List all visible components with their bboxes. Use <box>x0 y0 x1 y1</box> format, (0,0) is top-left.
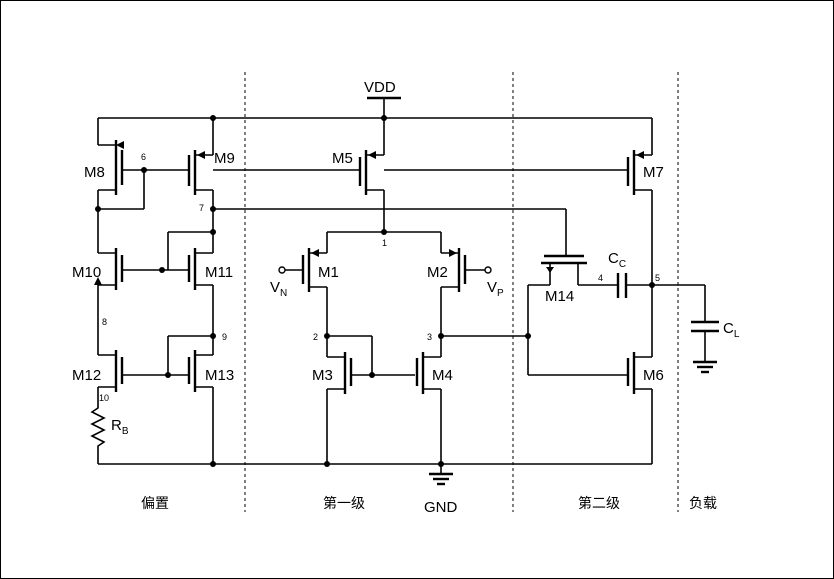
transistor-m11 <box>159 229 216 336</box>
label-m8: M8 <box>84 164 105 181</box>
transistor-m7 <box>626 118 653 357</box>
transistor-m8 <box>95 118 147 212</box>
transistor-m13 <box>165 333 216 464</box>
m6-gate-wire <box>525 285 628 376</box>
vdd-rail <box>98 96 652 121</box>
transistor-m3 <box>324 333 415 464</box>
gnd-rail <box>98 461 652 486</box>
section-label-bias: 偏置 <box>141 496 169 512</box>
transistor-m10 <box>94 209 162 355</box>
node-label-3: 3 <box>427 332 432 342</box>
transistor-m5 <box>358 118 385 232</box>
node-label-9: 9 <box>222 332 227 342</box>
vdd-label: VDD <box>364 79 396 96</box>
label-m6: M6 <box>643 367 664 384</box>
node-label-5: 5 <box>655 273 660 283</box>
node-label-2: 2 <box>313 332 318 342</box>
capacitor-cl <box>691 285 719 374</box>
transistor-m12 <box>97 350 168 400</box>
node-label-4: 4 <box>598 273 603 283</box>
label-m13: M13 <box>205 367 234 384</box>
section-label-stage1: 第一级 <box>323 495 365 512</box>
transistor-m6 <box>626 352 653 464</box>
label-m4: M4 <box>432 367 453 384</box>
label-m10: M10 <box>72 264 101 281</box>
tail-node-1 <box>327 229 441 235</box>
node-label-6: 6 <box>141 152 146 162</box>
section-dividers <box>244 72 679 512</box>
label-vn: VN <box>270 279 287 299</box>
label-m12: M12 <box>72 367 101 384</box>
transistor-m1 <box>278 232 328 336</box>
section-label-load: 负载 <box>689 496 717 512</box>
label-m1: M1 <box>318 264 339 281</box>
label-m5: M5 <box>332 150 353 167</box>
transistor-m4 <box>415 333 528 464</box>
node-label-7: 7 <box>199 203 204 213</box>
node7-line <box>210 206 567 256</box>
label-cl: CL <box>723 320 740 340</box>
transistor-m2 <box>440 232 492 336</box>
transistor-m9 <box>144 118 214 232</box>
resistor-rb <box>90 400 106 464</box>
label-m14: M14 <box>545 288 574 305</box>
capacitor-cc <box>616 273 705 298</box>
node-label-8: 8 <box>102 317 107 327</box>
label-m9: M9 <box>214 150 235 167</box>
transistor-m14 <box>528 254 618 286</box>
label-cc: CC <box>608 250 626 270</box>
label-m7: M7 <box>643 164 664 181</box>
node-label-10: 10 <box>99 393 109 403</box>
label-m2: M2 <box>427 264 448 281</box>
node-label-1: 1 <box>382 238 387 248</box>
label-m3: M3 <box>312 367 333 384</box>
gnd-label: GND <box>424 499 458 516</box>
label-vp: VP <box>487 279 504 299</box>
label-m11: M11 <box>205 264 233 281</box>
section-label-stage2: 第二级 <box>578 495 620 512</box>
label-rb: RB <box>111 417 129 437</box>
